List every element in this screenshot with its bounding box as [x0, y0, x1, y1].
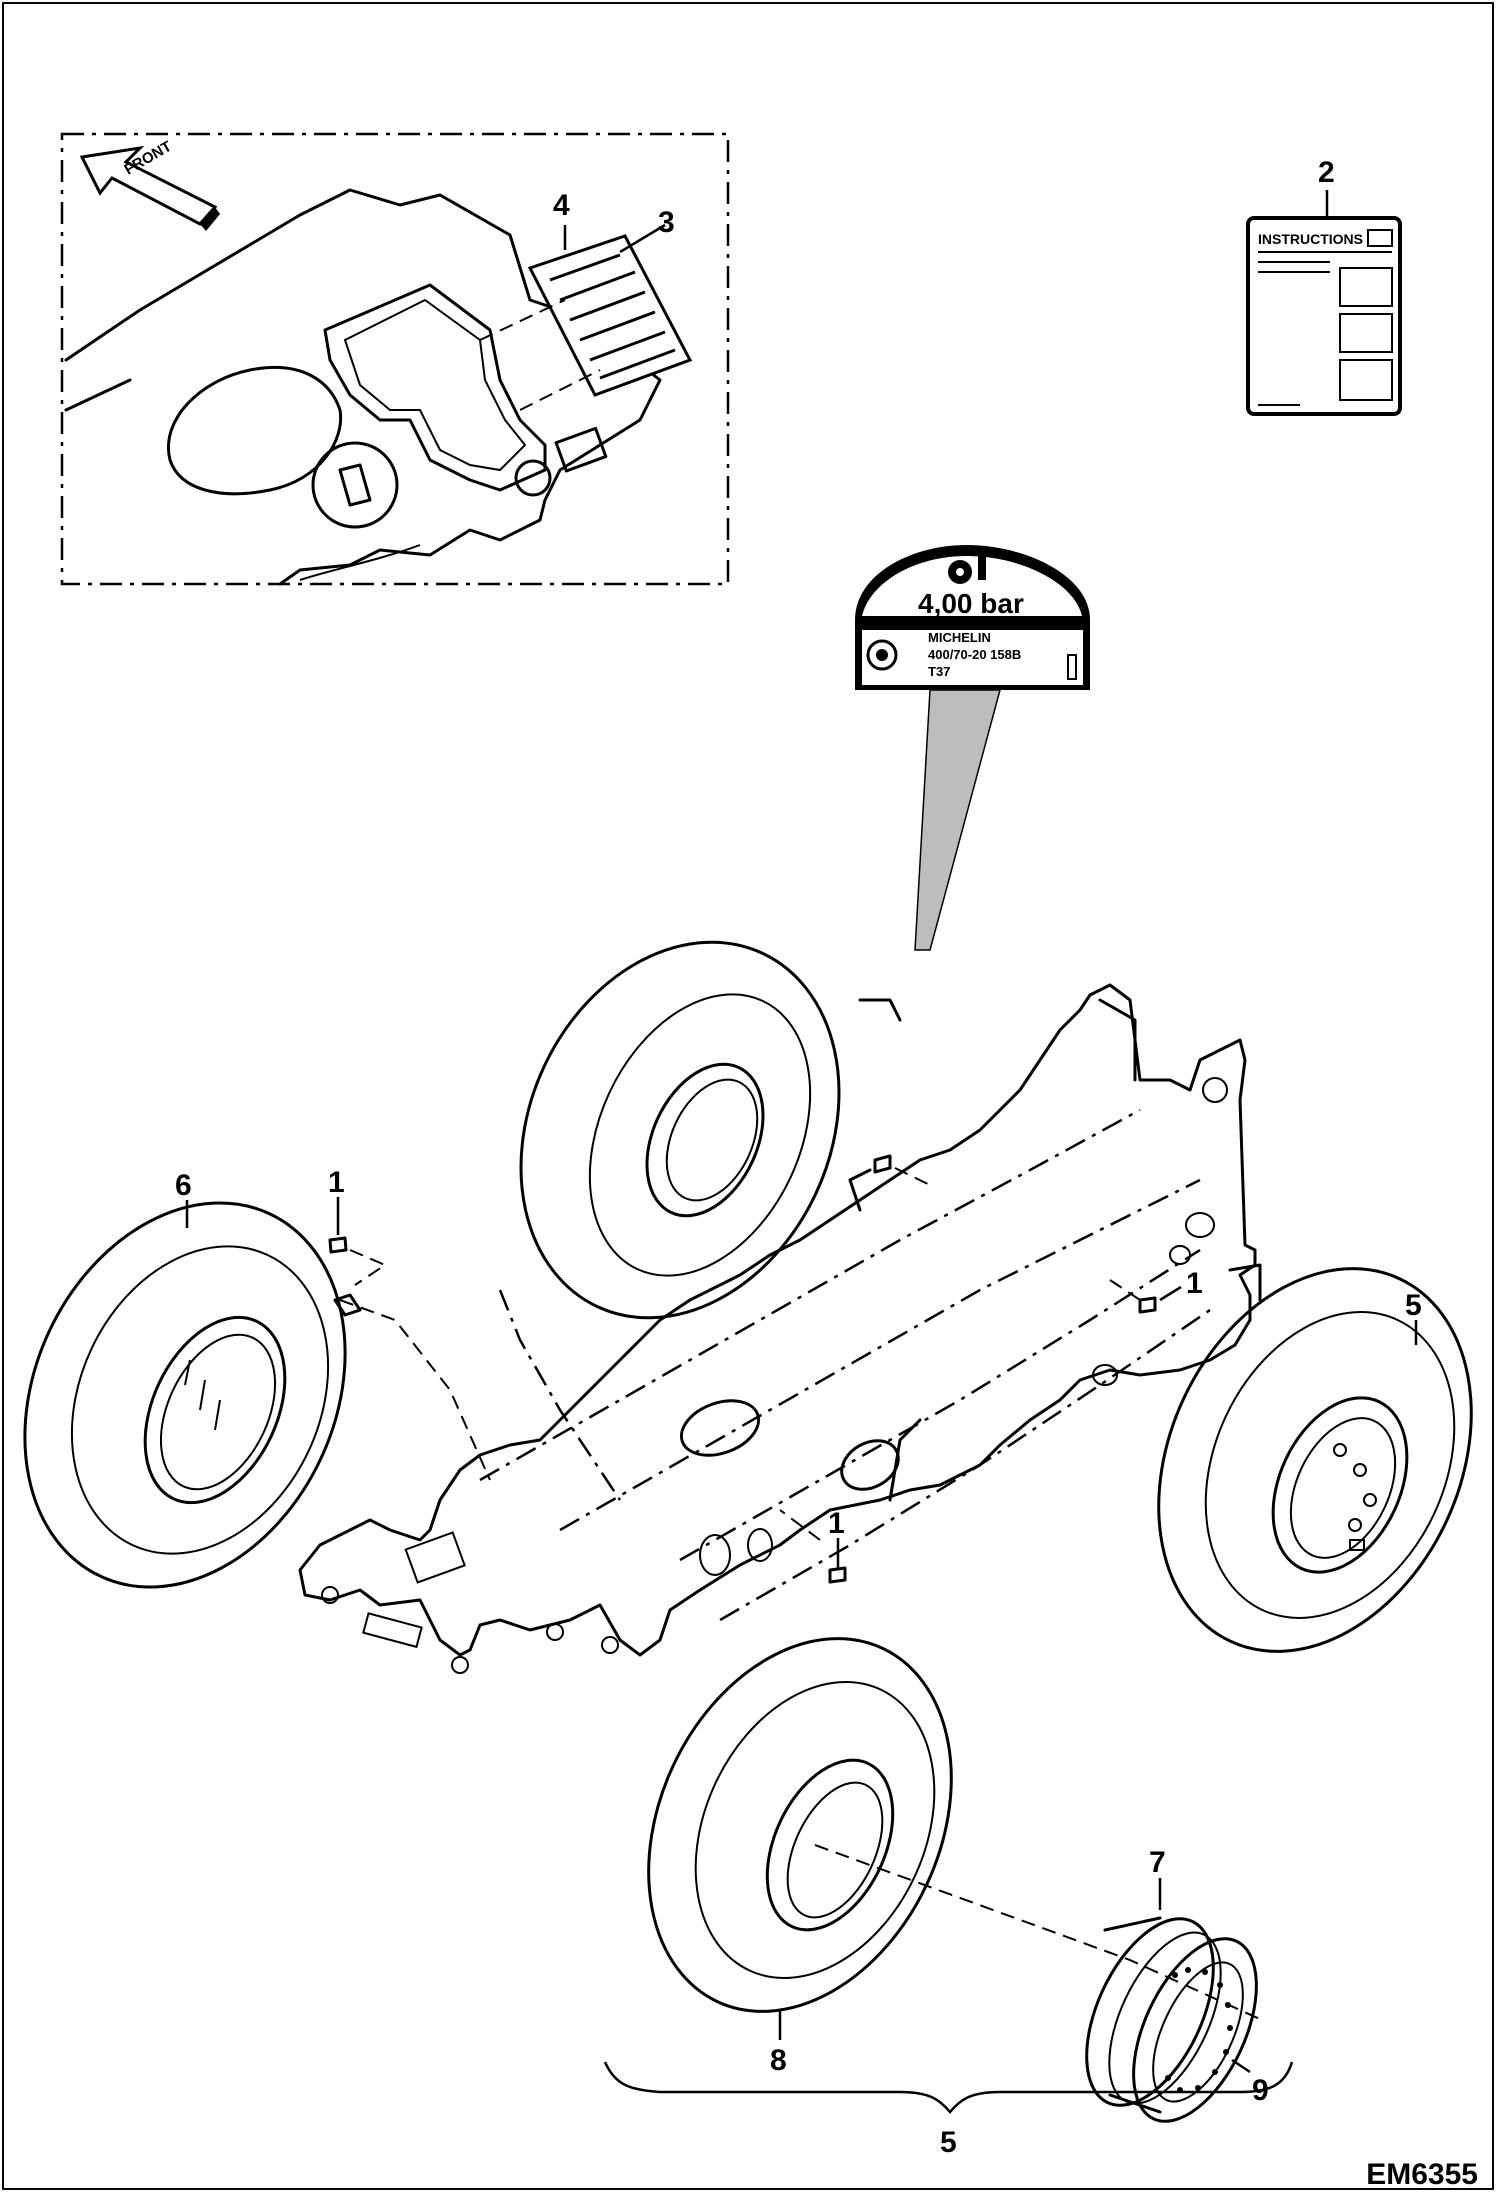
callout-5-right-tire: 5: [1405, 1289, 1422, 1322]
callout-5-wheel-assembly: 5: [940, 2126, 957, 2159]
instruction-decal-card: [1246, 216, 1402, 416]
tire-rear-left: [519, 940, 841, 1320]
tire-6: [23, 1201, 347, 1589]
tire-5-right: [1157, 1267, 1473, 1653]
callout-9: 9: [1252, 2074, 1269, 2107]
callout-7: 7: [1149, 1846, 1166, 1879]
instruction-decal: 2 INSTRUCTIONS: [1246, 156, 1402, 416]
inset-detail: FRONT: [60, 132, 730, 586]
chassis-frame: [298, 983, 1262, 1674]
tire-size: 400/70-20 158B: [928, 647, 1021, 662]
tire-pressure-decal: 4,00 bar MICHELIN 400/70-20 158B T37: [855, 545, 1090, 951]
wheel-rim-7: [1085, 1916, 1258, 2123]
callout-2: 2: [1318, 156, 1335, 189]
drawing-code: EM6355: [1366, 2158, 1478, 2191]
callout-1-left: 1: [328, 1166, 345, 1199]
inset-frame: [60, 132, 730, 586]
pressure-gauge-icon: [978, 556, 986, 580]
callout-8: 8: [770, 2044, 787, 2077]
tire-code: T37: [928, 664, 950, 679]
tire-8: [647, 1637, 953, 2013]
cab-decals: [479, 223, 693, 411]
callout-1-center: 1: [828, 1507, 845, 1540]
tire-brand: MICHELIN: [928, 630, 991, 645]
callout-1-right: 1: [1186, 1267, 1203, 1300]
tire-pressure-value: 4,00 bar: [918, 588, 1024, 619]
callout-4: 4: [553, 189, 570, 222]
leaders: [185, 1154, 1418, 2114]
front-arrow-icon: FRONT: [79, 138, 220, 231]
instruction-decal-title: INSTRUCTIONS: [1258, 231, 1363, 247]
cab-outline: [64, 188, 662, 586]
callout-3: 3: [658, 206, 675, 239]
decal-pointer: [914, 689, 1001, 951]
callout-6: 6: [175, 1169, 192, 1202]
